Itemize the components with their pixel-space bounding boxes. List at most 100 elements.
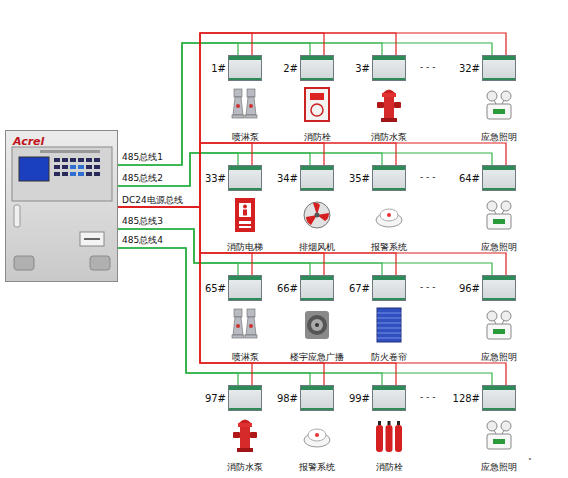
- power-bus-wire: [118, 143, 324, 207]
- device-box: 应急照明: [469, 415, 529, 473]
- power-bus-wire: [118, 33, 324, 207]
- io-module: 128#: [482, 385, 516, 411]
- device-box: 消防栓: [287, 85, 347, 143]
- module-number: 3#: [355, 63, 370, 74]
- device-box: 排烟风机: [287, 195, 347, 253]
- module-number: 65#: [205, 283, 226, 294]
- bus-label: DC24电源总线: [122, 196, 183, 206]
- device-box: 楼宇应急广播: [287, 305, 347, 363]
- io-module: 2#: [300, 55, 334, 81]
- device-icon: [487, 201, 511, 229]
- device-label: 应急照明: [469, 243, 529, 253]
- device-box: 应急照明: [469, 85, 529, 143]
- io-module: 34#: [300, 165, 334, 191]
- device-icon: [235, 198, 255, 232]
- device-box: 消防水泵: [359, 85, 419, 143]
- device-box: 消防电梯: [215, 195, 275, 253]
- device-box: 报警系统: [359, 195, 419, 253]
- module-number: 33#: [205, 173, 226, 184]
- device-icon: [487, 311, 511, 339]
- module-number: 66#: [277, 283, 298, 294]
- module-number: 32#: [459, 63, 480, 74]
- module-number: 96#: [459, 283, 480, 294]
- rs485-bus-wire: [118, 248, 310, 385]
- io-module: 65#: [228, 275, 262, 301]
- io-module: 1#: [228, 55, 262, 81]
- device-label: 应急照明: [469, 353, 529, 363]
- module-number: 35#: [349, 173, 370, 184]
- io-module: 66#: [300, 275, 334, 301]
- module-number: 97#: [205, 393, 226, 404]
- power-bus-wire: [118, 33, 396, 207]
- device-icon: [487, 421, 511, 449]
- device-box: 报警系统: [287, 415, 347, 473]
- bus-label: 485总线1: [122, 153, 163, 163]
- power-bus-wire: [118, 143, 506, 207]
- bus-label: 485总线3: [122, 217, 163, 227]
- rs485-bus-wire: [118, 248, 492, 385]
- module-number: 64#: [459, 173, 480, 184]
- rs485-bus-wire: [118, 43, 238, 165]
- rs485-bus-wire: [118, 43, 310, 165]
- rs485-bus-wire: [118, 153, 238, 186]
- device-label: 防火卷帘: [359, 353, 419, 363]
- device-label: 排烟风机: [287, 243, 347, 253]
- bus-label: 485总线4: [122, 236, 163, 246]
- io-module: 64#: [482, 165, 516, 191]
- device-box: 喷淋泵: [215, 305, 275, 363]
- device-box: 应急照明: [469, 195, 529, 253]
- controller-panel: Acrel: [5, 130, 118, 282]
- trailing-mark: 。: [528, 452, 537, 462]
- device-label: 消防栓: [359, 463, 419, 473]
- ellipsis-mark: - - -: [420, 63, 435, 73]
- device-icon: [233, 420, 257, 453]
- printer-paper-slit: [84, 238, 100, 240]
- device-icon: [232, 89, 257, 118]
- speaker-grille: [14, 256, 34, 270]
- io-module: 35#: [372, 165, 406, 191]
- device-icon: [304, 429, 330, 447]
- power-bus-wire: [118, 207, 396, 385]
- io-module: 97#: [228, 385, 262, 411]
- device-icon: [304, 202, 330, 228]
- device-icon: [377, 90, 401, 123]
- device-label: 应急照明: [469, 133, 529, 143]
- speaker-grille: [90, 256, 110, 270]
- device-icon: [376, 421, 402, 452]
- rs485-bus-wire: [118, 229, 310, 275]
- io-module: 32#: [482, 55, 516, 81]
- module-number: 98#: [277, 393, 298, 404]
- rs485-bus-wire: [118, 153, 310, 186]
- device-label: 消防水泵: [215, 463, 275, 473]
- module-number: 34#: [277, 173, 298, 184]
- device-box: 喷淋泵: [215, 85, 275, 143]
- device-label: 报警系统: [359, 243, 419, 253]
- rs485-bus-wire: [118, 248, 238, 385]
- bus-label: 485总线2: [122, 174, 163, 184]
- power-bus-wire: [118, 207, 506, 385]
- device-box: 防火卷帘: [359, 305, 419, 363]
- device-label: 报警系统: [287, 463, 347, 473]
- device-label: 楼宇应急广播: [287, 353, 347, 363]
- power-bus-wire: [118, 207, 252, 275]
- io-module: 98#: [300, 385, 334, 411]
- device-icon: [487, 91, 511, 119]
- ellipsis-mark: - - -: [420, 283, 435, 293]
- rs485-bus-wire: [118, 229, 492, 275]
- module-number: 99#: [349, 393, 370, 404]
- module-number: 2#: [283, 63, 298, 74]
- device-box: 消防水泵: [215, 415, 275, 473]
- io-module: 3#: [372, 55, 406, 81]
- power-bus-wire: [118, 33, 506, 207]
- rs485-bus-wire: [118, 229, 238, 275]
- module-number: 128#: [453, 393, 480, 404]
- device-icon: [305, 311, 329, 339]
- lcd-screen: [19, 157, 49, 181]
- power-bus-wire: [118, 207, 396, 275]
- device-label: 消防水泵: [359, 133, 419, 143]
- device-label: 应急照明: [469, 463, 529, 473]
- device-box: 消防栓: [359, 415, 419, 473]
- rs485-bus-wire: [118, 43, 382, 165]
- module-number: 67#: [349, 283, 370, 294]
- io-module: 99#: [372, 385, 406, 411]
